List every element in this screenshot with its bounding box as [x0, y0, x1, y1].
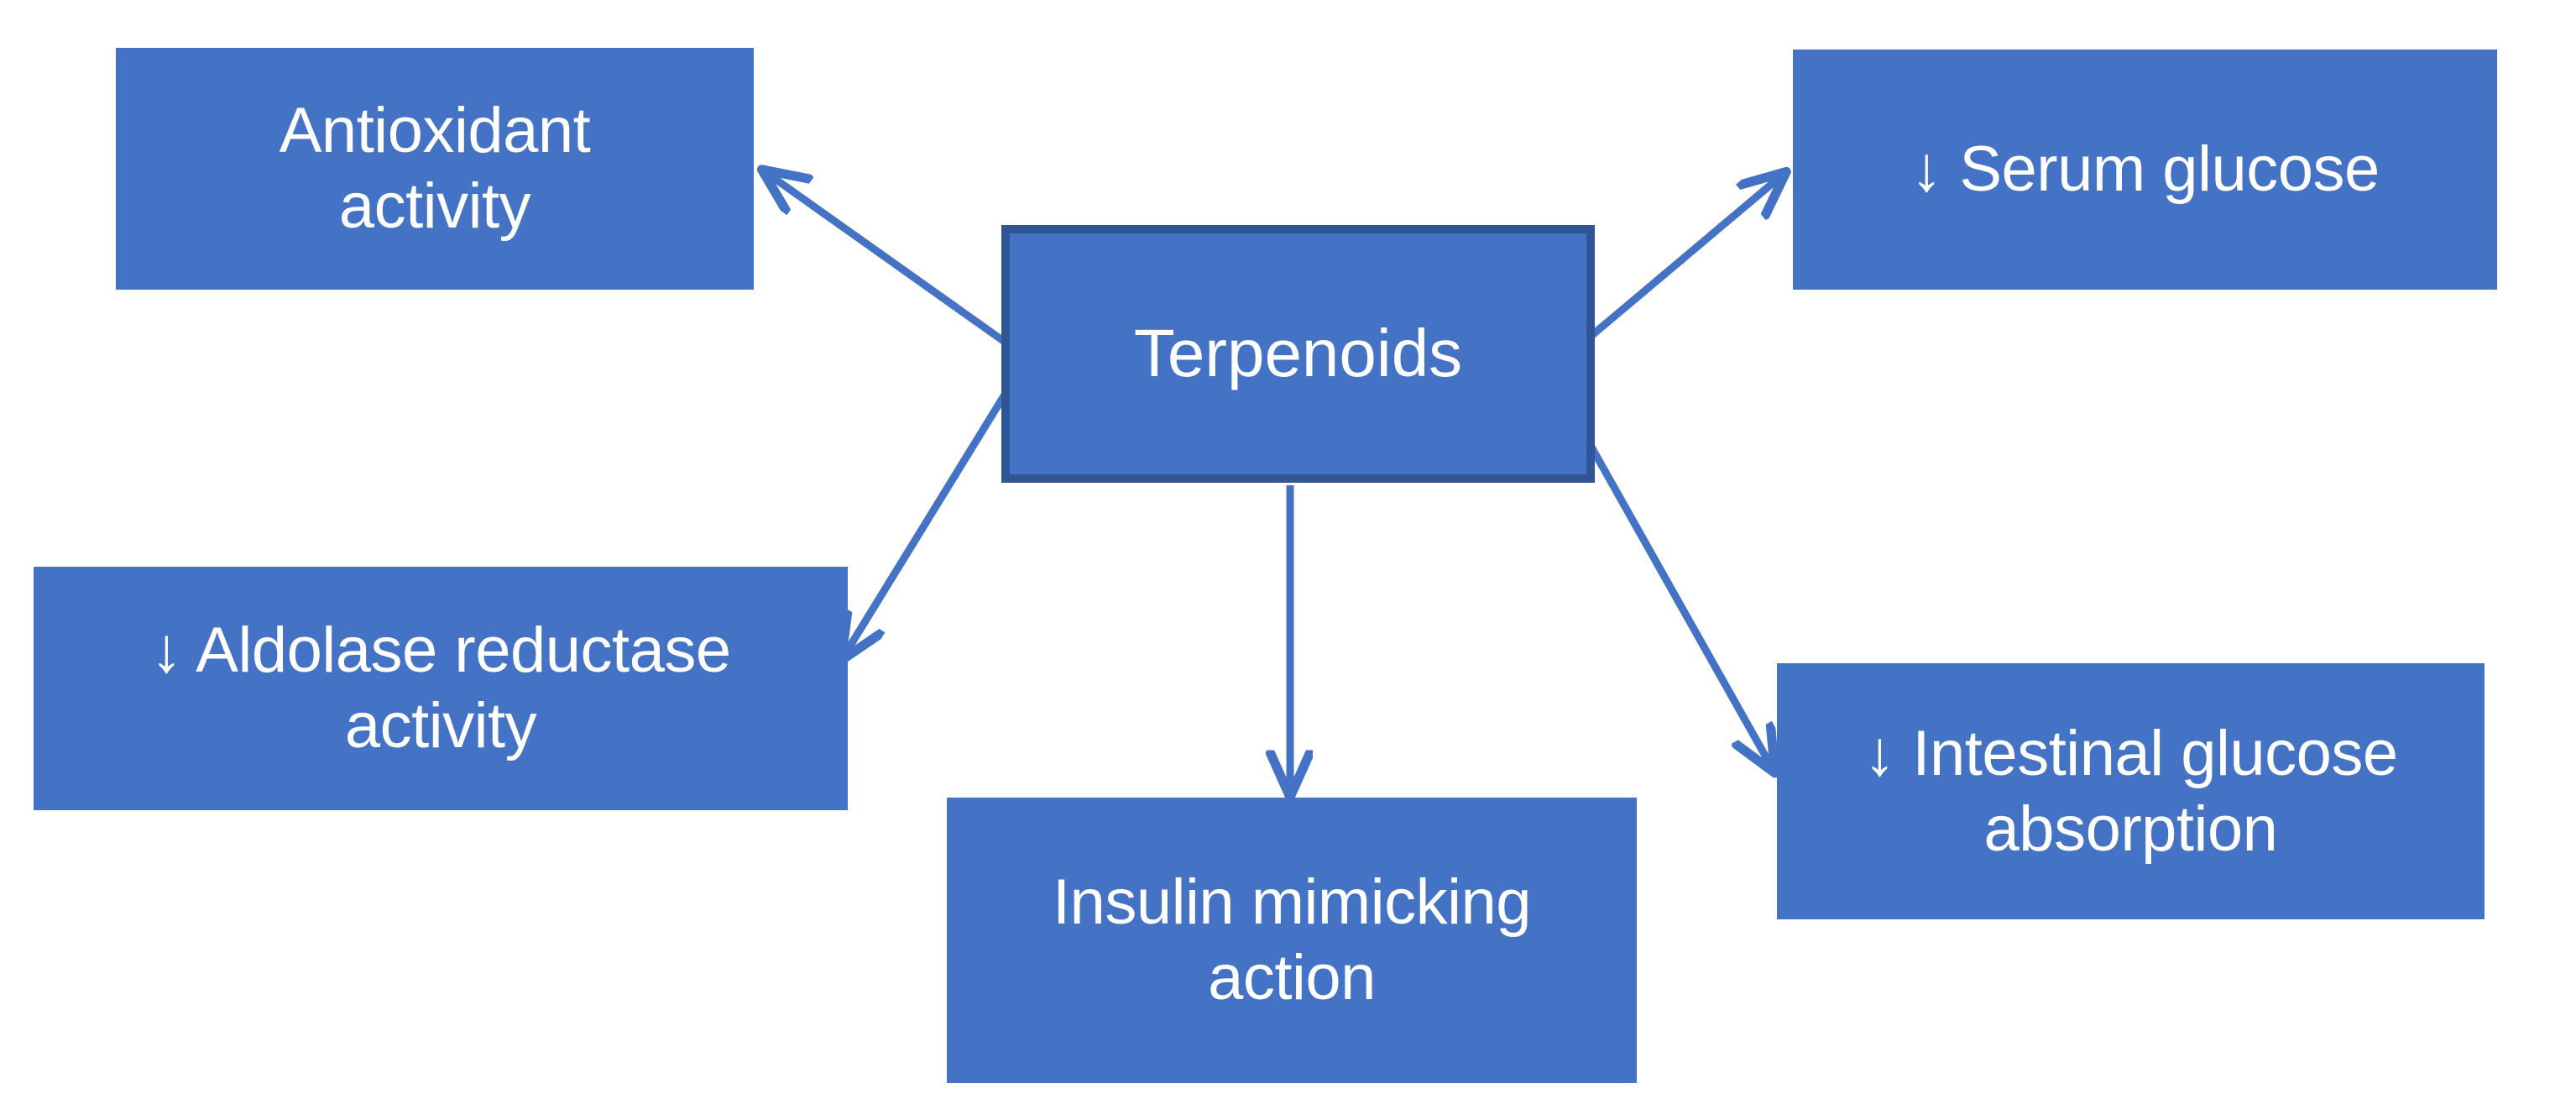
node-intestinal-glucose-absorption[interactable]: ↓ Intestinal glucose absorption: [1777, 663, 2485, 919]
node-serum-glucose[interactable]: ↓ Serum glucose: [1793, 50, 2497, 290]
node-antioxidant-activity-label: Antioxidant activity: [279, 95, 591, 242]
edge-terpenoids-serum: [1574, 175, 1783, 352]
node-insulin-mimicking-action[interactable]: Insulin mimicking action: [947, 798, 1637, 1083]
edge-terpenoids-aldolase: [844, 392, 1008, 657]
node-antioxidant-activity[interactable]: Antioxidant activity: [116, 48, 754, 290]
node-terpenoids[interactable]: Terpenoids: [1001, 225, 1595, 483]
node-terpenoids-label: Terpenoids: [1133, 316, 1463, 391]
node-intestinal-glucose-absorption-label: ↓ Intestinal glucose absorption: [1863, 717, 2398, 865]
node-aldolase-reductase-activity[interactable]: ↓ Aldolase reductase activity: [34, 567, 848, 810]
edge-terpenoids-intestinal: [1560, 394, 1773, 769]
node-serum-glucose-label: ↓ Serum glucose: [1910, 133, 2380, 206]
node-aldolase-reductase-activity-label: ↓ Aldolase reductase activity: [150, 615, 731, 761]
edge-terpenoids-antioxidant: [765, 172, 1011, 348]
node-insulin-mimicking-action-label: Insulin mimicking action: [1052, 866, 1532, 1013]
